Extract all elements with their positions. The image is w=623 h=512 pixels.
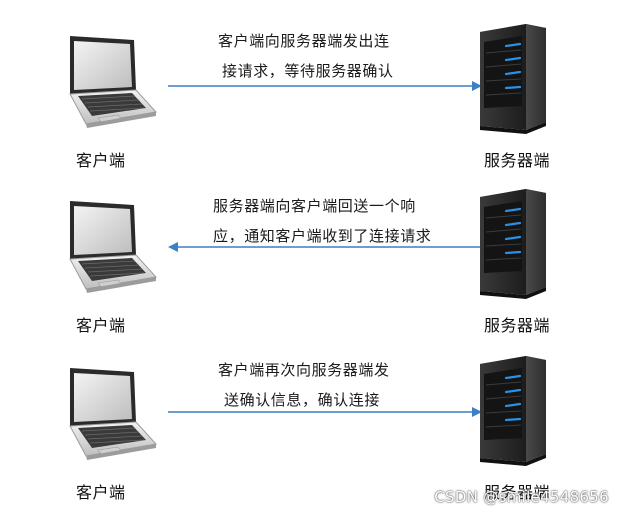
server-label: 服务器端 [484, 316, 551, 335]
client-label: 客户端 [76, 316, 126, 335]
step-1: 客户端 客户端向服务器端发出连 接请求，等待服务器确认 服务器端 [0, 0, 623, 170]
step-message: 客户端向服务器端发出连 接请求，等待服务器确认 [218, 26, 394, 86]
laptop-icon [40, 364, 160, 464]
message-line-2: 送确认信息，确认连接 [224, 391, 381, 409]
step-2: 客户端 服务器端向客户端回送一个响 应，通知客户端收到了连接请求 服务器端 [0, 165, 623, 335]
step-message: 客户端再次向服务器端发 送确认信息，确认连接 [218, 355, 390, 415]
server-tower-icon [476, 22, 550, 134]
message-line-2: 接请求，等待服务器确认 [222, 62, 394, 80]
server-tower-icon [476, 354, 550, 466]
arrow-left-icon [168, 242, 482, 252]
message-line-1: 客户端向服务器端发出连 [218, 32, 390, 50]
message-line-1: 服务器端向客户端回送一个响 [213, 197, 416, 215]
laptop-icon [40, 32, 160, 132]
client-label: 客户端 [76, 151, 126, 170]
arrow-right-icon [168, 81, 482, 91]
step-message: 服务器端向客户端回送一个响 应，通知客户端收到了连接请求 [213, 191, 431, 251]
step-3: 客户端 客户端再次向服务器端发 送确认信息，确认连接 服务器端 [0, 332, 623, 502]
laptop-icon [40, 197, 160, 297]
server-label: 服务器端 [484, 151, 551, 170]
message-line-2: 应，通知客户端收到了连接请求 [213, 227, 432, 245]
client-label: 客户端 [76, 483, 126, 502]
server-label: 服务器端 [484, 483, 551, 502]
watermark: CSDN @smile4548656 [434, 488, 609, 506]
message-line-1: 客户端再次向服务器端发 [218, 361, 390, 379]
arrow-right-icon [168, 407, 482, 417]
server-tower-icon [476, 187, 550, 299]
